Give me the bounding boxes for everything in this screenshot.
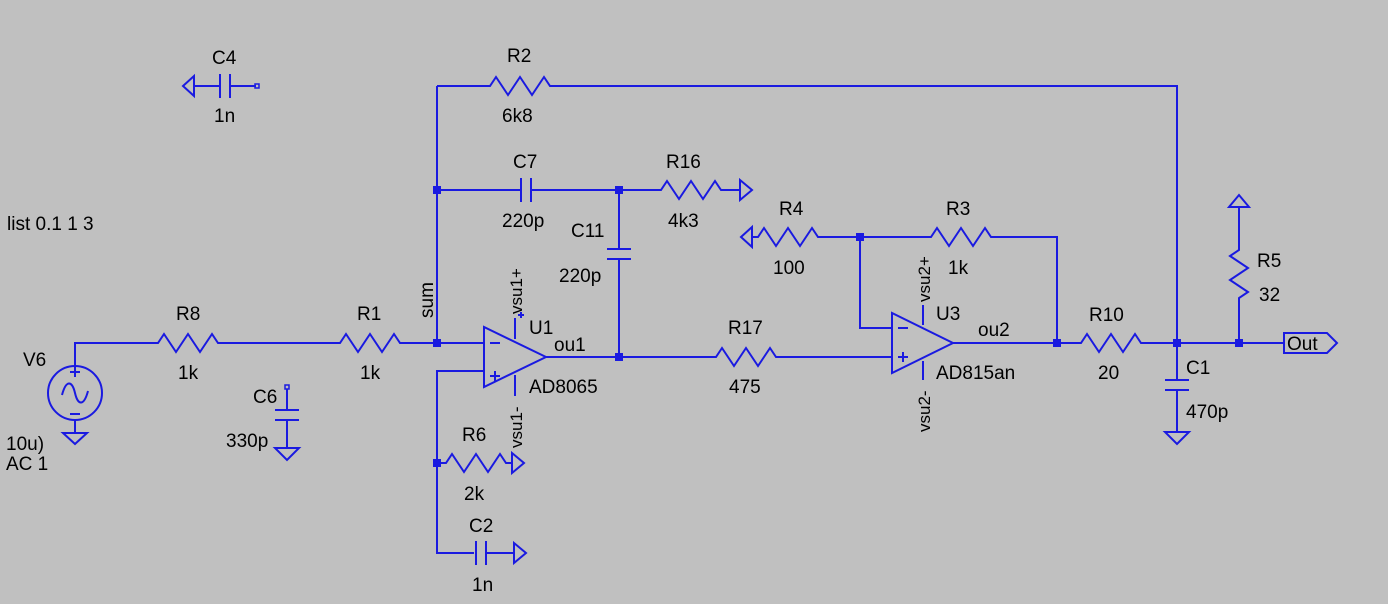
voltage-source-v6[interactable] [47,365,103,421]
resistor-r8[interactable] [150,332,222,354]
c6-name: C6 [253,387,277,408]
junction [1235,339,1243,347]
labels: list 0.1 1 3 V6 10u) AC 1 R8 1k R1 1k R2… [6,46,1318,596]
resistor-r17[interactable] [710,346,782,368]
wire [993,236,1058,343]
v6-spec1: 10u) [6,434,44,455]
wire [74,342,150,366]
output-port-label: Out [1287,334,1318,355]
c11-name: C11 [571,221,604,242]
u3-model: AD815an [936,363,1015,384]
r3-name: R3 [946,199,970,220]
r6-value: 2k [464,484,485,505]
c4-value: 1n [214,106,235,127]
capacitor-c2[interactable] [475,541,487,565]
spice-directive: list 0.1 1 3 [7,214,94,235]
r1-name: R1 [357,304,381,325]
u1-model: AD8065 [529,377,598,398]
capacitor-c6[interactable] [275,409,299,421]
junction [1053,339,1061,347]
junction [615,353,623,361]
junction [615,186,623,194]
c2-name: C2 [469,516,493,537]
r16-name: R16 [666,152,701,173]
ground-icon [739,177,754,203]
v6-name: V6 [23,350,46,371]
resistors [150,75,1250,474]
v6-spec2: AC 1 [6,454,48,475]
ground-icon [272,447,302,462]
capacitor-c7[interactable] [520,178,532,202]
c7-value: 220p [502,211,544,232]
u1-name: U1 [529,318,553,339]
capacitor-c4[interactable] [219,74,231,98]
ground-icon [60,432,90,446]
resistor-r10[interactable] [1075,332,1145,354]
junction [856,233,864,241]
c1-value: 470p [1186,402,1228,423]
resistor-r1[interactable] [334,332,404,354]
r2-name: R2 [507,46,531,67]
r6-name: R6 [462,425,486,446]
ground-icon [1162,431,1192,446]
junction [433,186,441,194]
resistor-r5[interactable] [1228,244,1250,310]
opamp-u3[interactable] [891,305,956,380]
capacitors [219,74,1189,565]
grounds [60,73,1252,566]
net-label-ou1: ou1 [554,335,586,356]
c6-value: 330p [226,431,268,452]
junction [433,459,441,467]
u3-name: U3 [936,304,960,325]
r2-value: 6k8 [502,106,533,127]
c11-value: 220p [559,266,601,287]
r5-value: 32 [1259,285,1280,306]
output-port[interactable] [1283,332,1339,354]
wire [859,237,892,329]
r10-name: R10 [1089,305,1124,326]
open-terminal [284,384,290,390]
capacitor-c1[interactable] [1165,379,1189,391]
u1-vminus-label: vsu1- [507,406,526,448]
u1-vplus-label: vsu1+ [507,268,526,314]
r16-value: 4k3 [668,211,699,232]
ground-icon [511,450,526,476]
r17-value: 475 [729,377,761,398]
r10-value: 20 [1098,363,1119,384]
resistor-r4[interactable] [752,226,822,248]
wire [552,85,1178,380]
ground-icon [181,73,195,99]
resistor-r6[interactable] [442,452,512,474]
net-label-ou2: ou2 [978,320,1010,341]
resistor-r2[interactable] [484,75,552,97]
r8-value: 1k [178,363,199,384]
u3-vminus-label: vsu2- [915,390,934,432]
r5-name: R5 [1257,251,1281,272]
ground-icon [1226,193,1252,208]
opamp-u1[interactable] [483,312,549,396]
c2-value: 1n [472,575,493,596]
junctions [433,186,1243,467]
r3-value: 1k [948,258,969,279]
junction [1173,339,1181,347]
ground-icon [739,224,753,250]
r4-value: 100 [773,258,805,279]
c7-name: C7 [513,152,537,173]
c1-name: C1 [1186,358,1210,379]
open-terminal [254,83,260,89]
r8-name: R8 [176,304,200,325]
ground-icon [513,540,528,566]
r17-name: R17 [728,318,763,339]
junction [433,339,441,347]
resistor-r3[interactable] [925,226,993,248]
capacitor-c11[interactable] [607,248,631,260]
u3-vplus-label: vsu2+ [915,256,934,302]
net-label-sum: sum [417,282,438,318]
r4-name: R4 [779,199,804,220]
r1-value: 1k [360,363,381,384]
c4-name: C4 [212,48,237,69]
resistor-r16[interactable] [655,179,727,201]
